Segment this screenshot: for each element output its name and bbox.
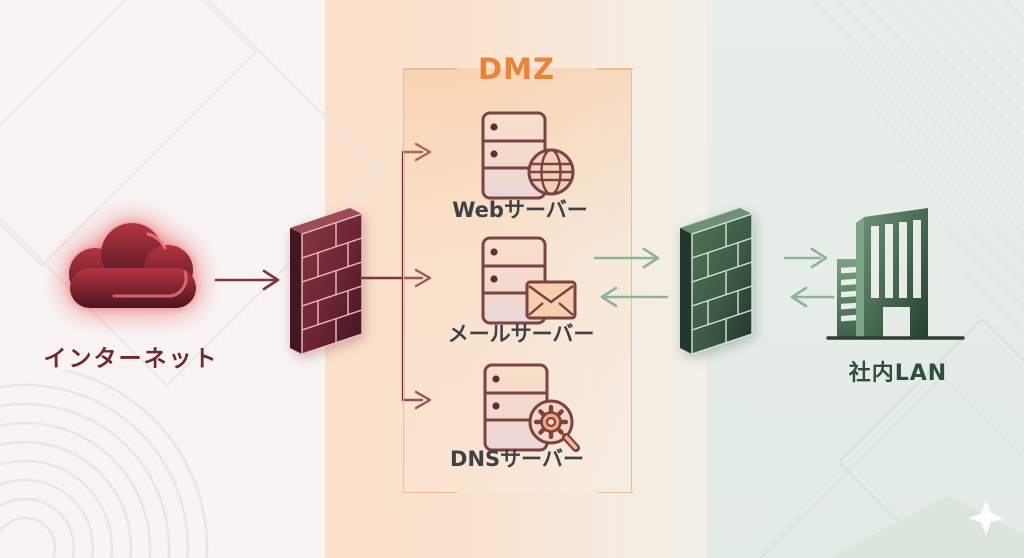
building-icon <box>826 208 965 340</box>
arrow-internet-to-outer-firewall <box>214 269 280 291</box>
search-gear-icon <box>528 399 580 452</box>
dns-server-icon <box>483 363 580 452</box>
cloud-icon <box>69 223 196 308</box>
web-server-icon <box>481 111 575 200</box>
dmz-label: DMZ <box>478 52 555 86</box>
arrow-inner-firewall-to-lan <box>783 247 828 269</box>
mail-server-icon <box>481 236 577 325</box>
concentric-circles-decoration <box>0 370 209 558</box>
internet-label: インターネット <box>43 346 219 372</box>
dmz-border-segment <box>596 491 633 493</box>
web-server-label: Webサーバー <box>452 198 588 222</box>
arrow-inner-firewall-to-dmz <box>600 286 669 308</box>
dns-server-label: DNSサーバー <box>450 447 584 471</box>
dmz-border-segment <box>596 68 633 70</box>
inner-firewall-icon <box>680 208 753 355</box>
arrow-lan-to-inner-firewall <box>790 286 835 308</box>
dmz-border-segment <box>402 68 457 70</box>
dmz-border-segment <box>402 491 457 493</box>
arrow-dmz-to-inner-firewall <box>593 247 660 269</box>
envelope-icon <box>525 280 577 320</box>
outer-firewall-icon <box>290 208 363 355</box>
globe-icon <box>527 148 575 196</box>
mail-server-label: メールサーバー <box>447 322 595 346</box>
lan-label: 社内LAN <box>848 361 948 386</box>
